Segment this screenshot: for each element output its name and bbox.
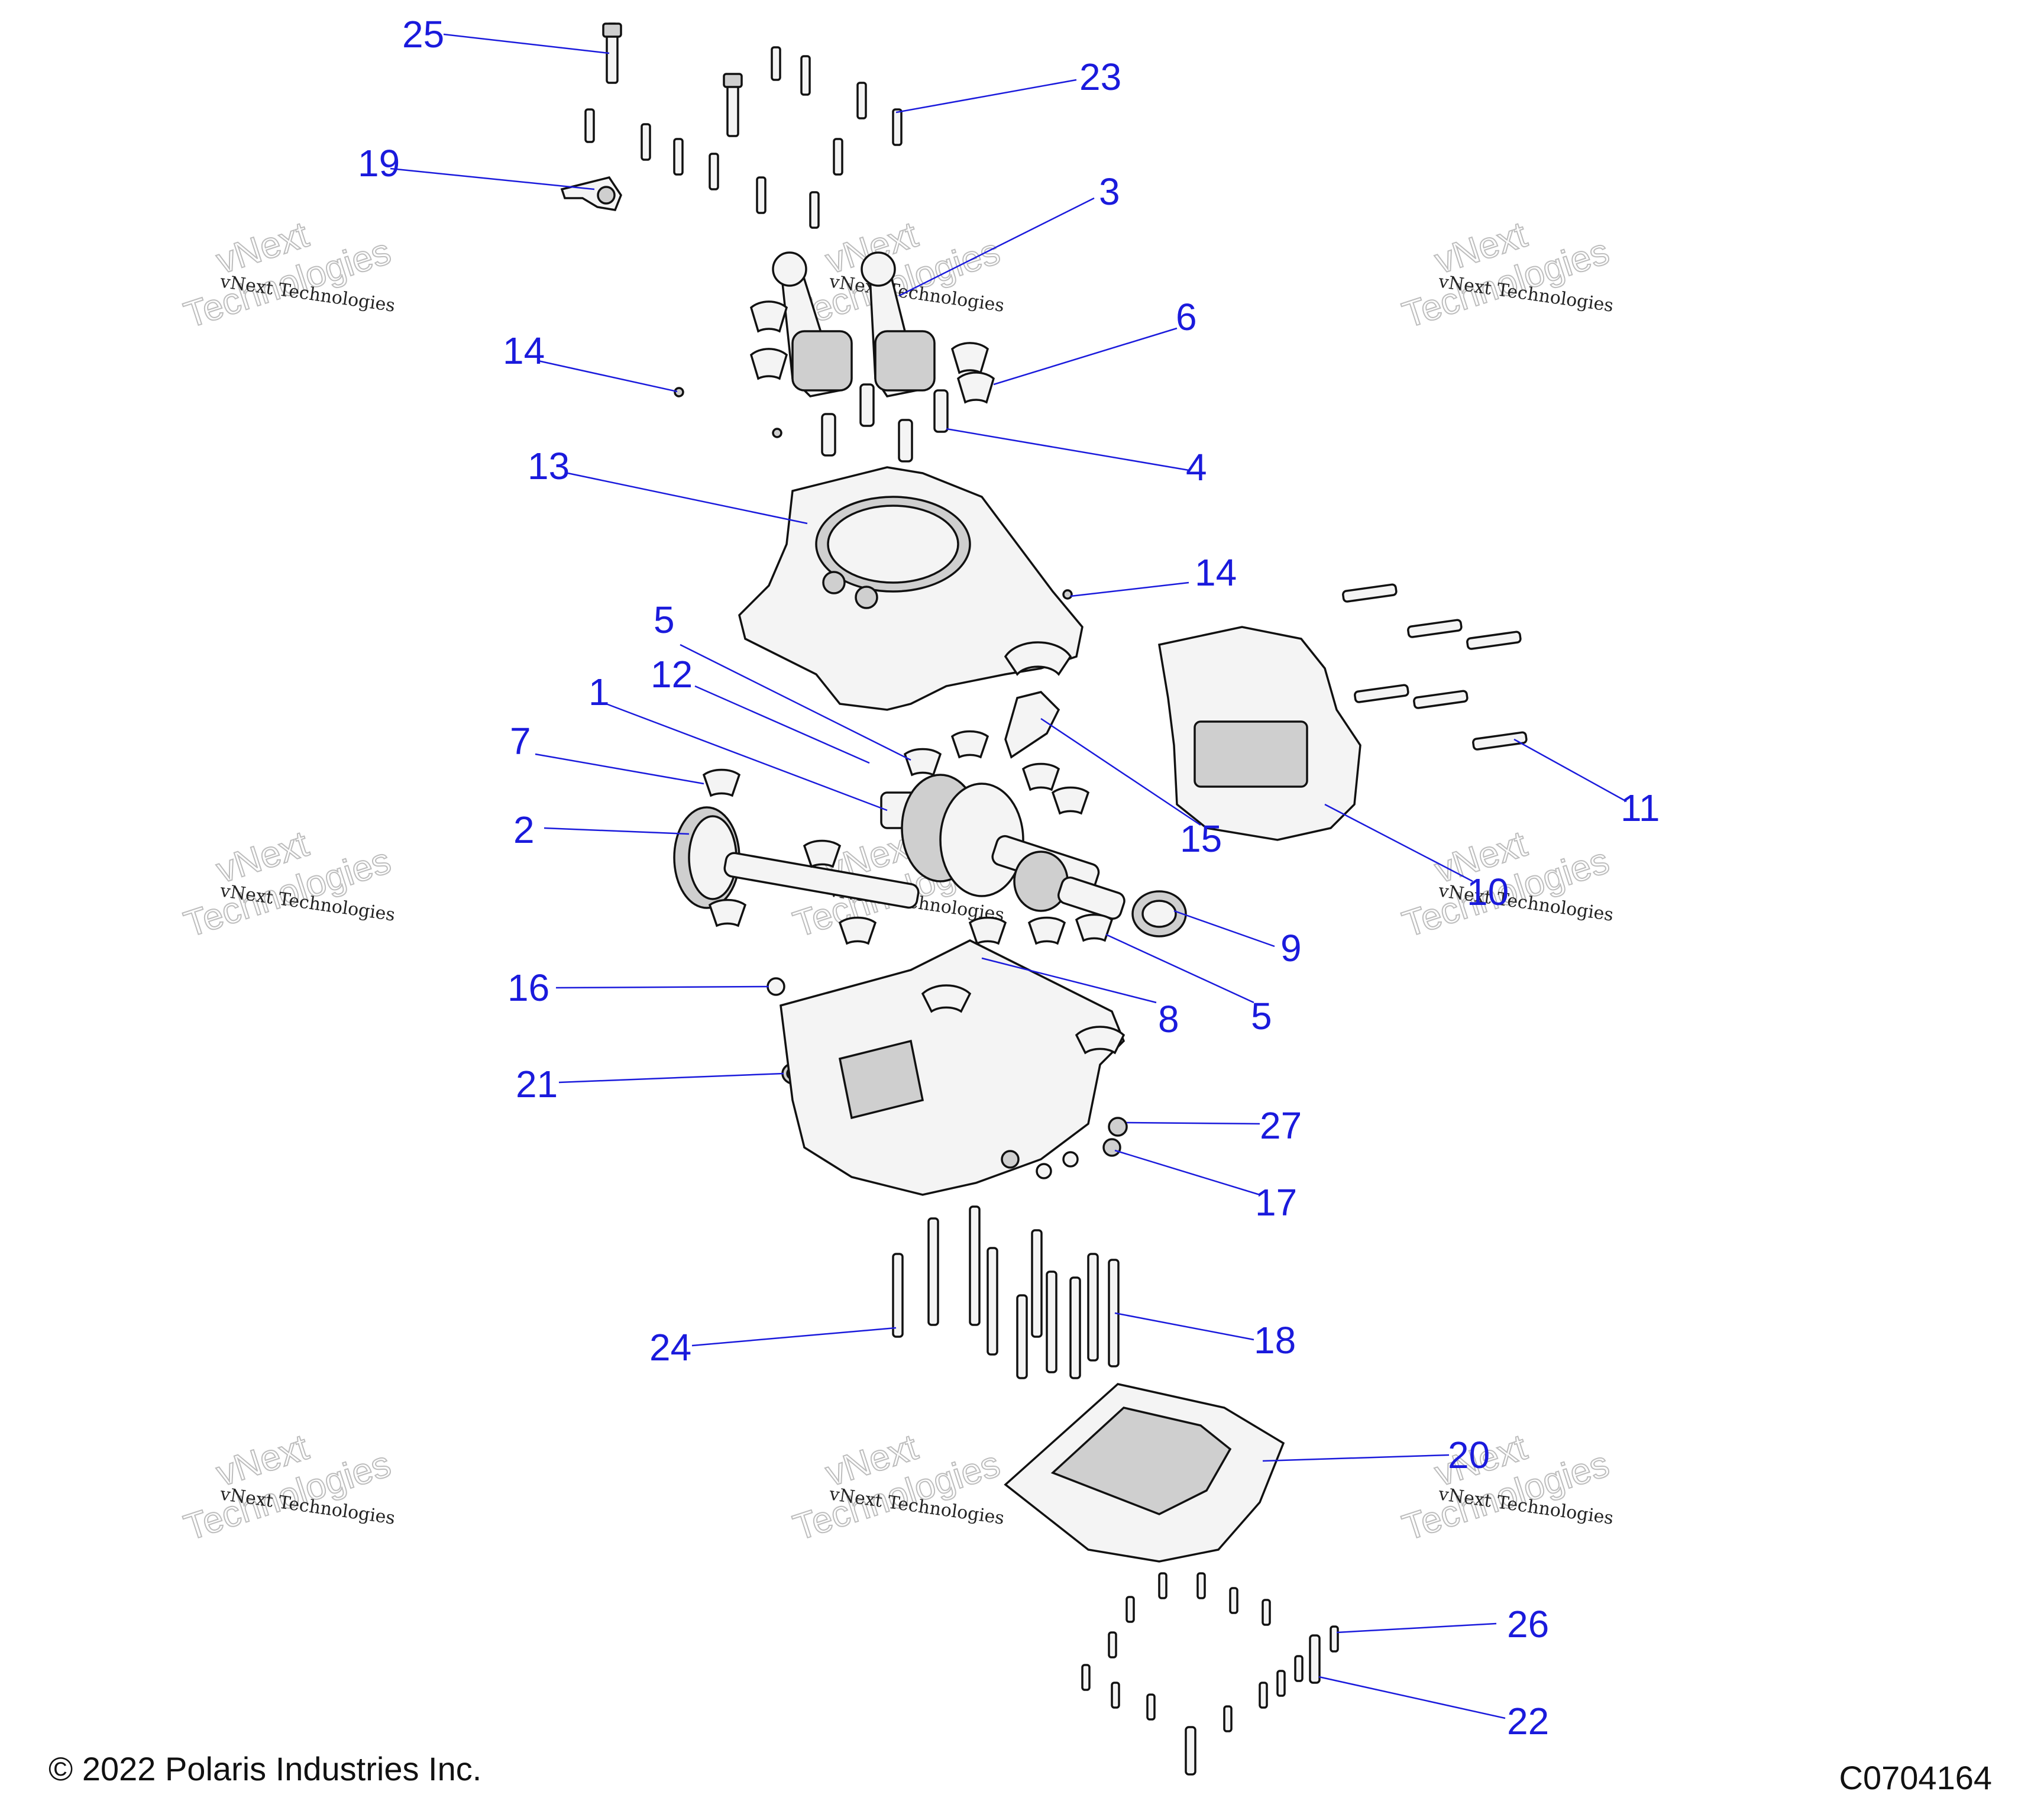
callout-24: 24 [649, 1326, 691, 1369]
watermark: vNext Technologies vNext Technologies [1397, 1426, 1615, 1549]
watermark: vNext Technologies vNext Technologies [179, 823, 396, 946]
connecting-rods [772, 251, 936, 397]
crankshaft [880, 774, 1126, 920]
callout-14: 14 [1195, 551, 1237, 594]
callout-7: 7 [510, 720, 531, 762]
watermark: vNext Technologies vNext Technologies [788, 1426, 1005, 1549]
footer: © 2022 Polaris Industries Inc. C0704164 [48, 1750, 1992, 1796]
callout-15: 15 [1180, 817, 1222, 860]
callout-1: 1 [588, 671, 610, 713]
rod-bearings [749, 300, 995, 404]
callout-27: 27 [1260, 1104, 1302, 1147]
callout-6: 6 [1176, 296, 1197, 338]
callout-23: 23 [1079, 56, 1121, 98]
callout-26: 26 [1507, 1603, 1549, 1645]
engine-mount-bracket [1157, 626, 1361, 841]
callout-19: 19 [358, 142, 400, 185]
callout-4: 4 [1186, 446, 1207, 489]
filter-plug [1102, 1138, 1121, 1157]
plug [767, 977, 785, 996]
washer [1036, 1163, 1052, 1179]
callouts: 25 23 19 3 6 14 4 13 14 5 12 1 7 2 15 11… [358, 13, 1660, 1742]
drain-plug [1108, 1117, 1128, 1137]
case-bolts [892, 1205, 1120, 1379]
callout-18: 18 [1254, 1319, 1296, 1362]
oil-seal [1131, 890, 1187, 937]
balance-shaft [673, 806, 920, 909]
callout-17: 17 [1255, 1181, 1297, 1224]
callout-2: 2 [513, 809, 535, 851]
copyright-text: © 2022 Polaris Industries Inc. [48, 1750, 481, 1787]
callout-14: 14 [503, 329, 545, 372]
callout-3: 3 [1099, 170, 1120, 213]
callout-12: 12 [651, 653, 693, 696]
dowel-pin [1062, 589, 1073, 600]
watermark: vNext Technologies vNext Technologies [1397, 214, 1615, 337]
upper-crankcase [738, 466, 1084, 711]
top-bolts [584, 22, 903, 229]
dowel-pin [674, 387, 684, 397]
leader-lines [390, 33, 1627, 1719]
callout-10: 10 [1467, 871, 1509, 913]
callout-16: 16 [507, 966, 549, 1009]
callout-8: 8 [1158, 998, 1179, 1040]
oil-deflector [1004, 691, 1060, 759]
washer [1062, 1151, 1079, 1168]
callout-5: 5 [654, 599, 675, 641]
callout-21: 21 [516, 1063, 558, 1105]
parts [560, 22, 1528, 1776]
callout-11: 11 [1621, 787, 1660, 829]
callout-20: 20 [1448, 1434, 1490, 1476]
callout-5: 5 [1251, 995, 1272, 1037]
callout-25: 25 [402, 13, 444, 56]
rod-bolts [821, 383, 949, 463]
callout-22: 22 [1507, 1700, 1549, 1742]
diagram-code: C0704164 [1839, 1759, 1992, 1796]
watermark: vNext Technologies vNext Technologies [179, 1426, 396, 1549]
watermark: vNext Technologies vNext Technologies [179, 214, 396, 337]
oil-pan [1004, 1383, 1285, 1563]
pan-bolts [1081, 1572, 1339, 1776]
dowel-pin [772, 428, 782, 438]
lower-crankcase [780, 939, 1126, 1196]
sensor-bracket [560, 176, 622, 211]
callout-9: 9 [1280, 927, 1302, 969]
callout-13: 13 [528, 445, 570, 487]
main-bearings [702, 730, 1114, 945]
mount-bolts [1342, 583, 1528, 751]
